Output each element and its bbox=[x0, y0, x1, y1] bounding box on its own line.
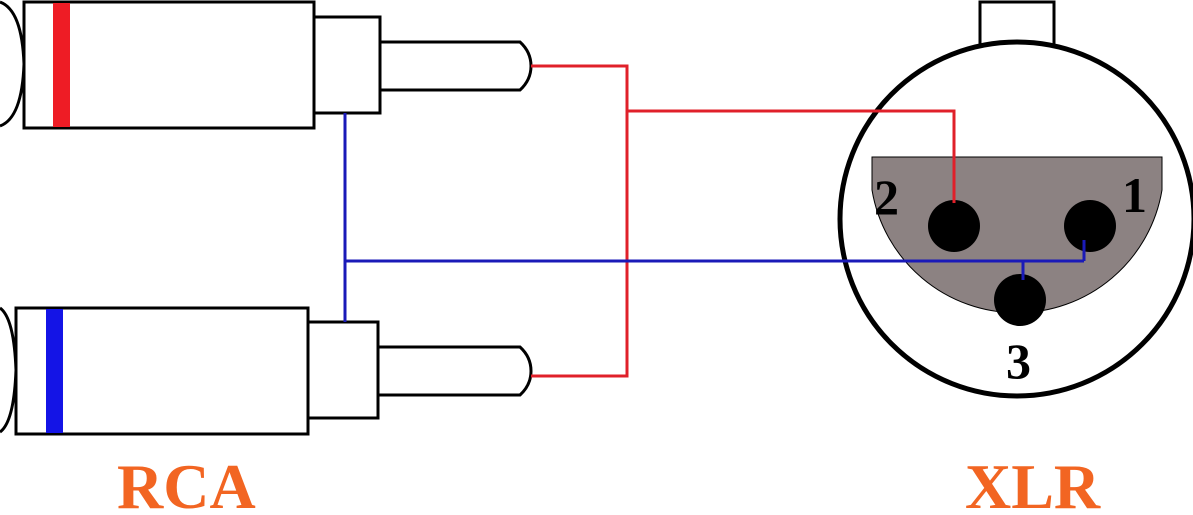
rca-label: RCA bbox=[117, 451, 256, 515]
xlr-pin-2 bbox=[928, 200, 980, 252]
rca-plug-blue bbox=[0, 306, 533, 436]
rca-plug-blue-collar bbox=[306, 320, 380, 420]
rca-plug-red-body bbox=[22, 0, 316, 130]
rca-plug-blue-band bbox=[46, 309, 63, 433]
xlr-pin-1 bbox=[1064, 200, 1116, 252]
xlr-pin-1-label: 1 bbox=[1122, 167, 1147, 223]
hot-wire-top-rca-to-junction bbox=[531, 64, 629, 378]
rca-plug-red-collar bbox=[312, 15, 382, 115]
xlr-pin-2-label: 2 bbox=[874, 169, 899, 225]
rca-plug-blue-cable-end bbox=[0, 306, 18, 434]
xlr-pin-3 bbox=[994, 274, 1046, 326]
rca-plug-red-cable-end bbox=[0, 0, 26, 128]
rca-plug-red-band bbox=[53, 3, 70, 127]
xlr-pin-3-label: 3 bbox=[1006, 333, 1031, 389]
rca-plug-blue-body bbox=[14, 306, 310, 436]
xlr-latch-tab bbox=[978, 0, 1056, 48]
hot-wire bbox=[531, 64, 956, 378]
xlr-connector: 2 1 3 bbox=[837, 0, 1193, 399]
rca-plug-red bbox=[0, 0, 533, 130]
xlr-label: XLR bbox=[965, 451, 1101, 515]
hot-wire-junction-to-pin-2 bbox=[627, 109, 956, 203]
rca-plug-blue-tip bbox=[376, 345, 533, 397]
ground-wire bbox=[343, 113, 1086, 322]
rca-plug-red-tip bbox=[378, 40, 533, 92]
